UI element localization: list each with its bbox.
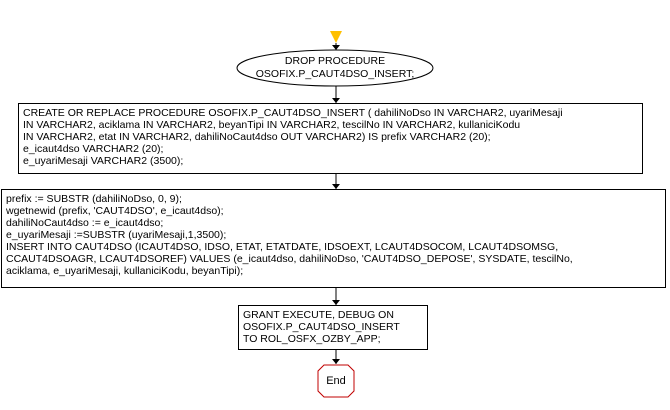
grant-box: GRANT EXECUTE, DEBUG ON OSOFIX.P_CAUT4DS… [238,305,428,350]
start-triangle-icon [330,31,342,43]
connector-grant-to-end [332,350,340,364]
create-procedure-box: CREATE OR REPLACE PROCEDURE OSOFIX.P_CAU… [18,103,643,174]
connector-create-to-body [332,174,340,189]
end-label: End [326,375,346,387]
end-terminator [317,364,355,398]
drop-procedure-text: DROP PROCEDURE OSOFIX.P_CAUT4DSO_INSERT; [255,55,415,80]
connector-start-to-drop [332,43,340,50]
body-statements-box: prefix := SUBSTR (dahiliNoDso, 0, 9); wg… [1,189,666,288]
connector-drop-to-create [332,86,340,103]
connector-body-to-grant [332,288,340,305]
drop-procedure-terminator [236,49,434,87]
